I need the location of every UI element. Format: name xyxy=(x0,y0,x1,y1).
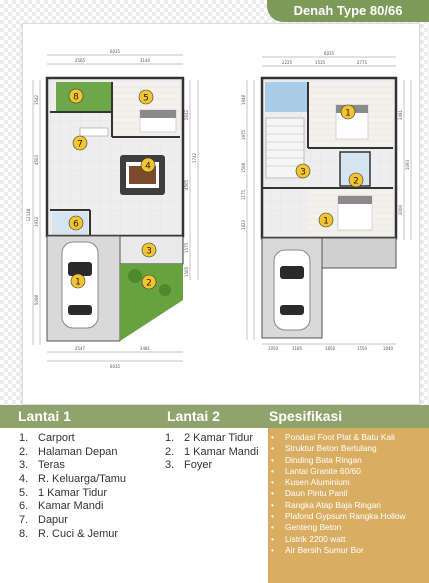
floor-2-plan: 6035 2225 1535 2775 1948 1975 1508 1175 … xyxy=(241,51,412,351)
spec-item: •Rangka Atap Baja Ringan xyxy=(271,499,381,510)
spec-item: •Pondasi Foot Plat & Batu Kali xyxy=(271,432,395,442)
dim-f1-bottom-b: 3481 xyxy=(140,346,151,351)
spec-list: •Pondasi Foot Plat & Batu Kali •Struktur… xyxy=(271,432,406,556)
svg-text:3: 3 xyxy=(146,247,152,257)
room-list-panel xyxy=(0,405,268,583)
marker-f2-3: 3 xyxy=(295,163,311,179)
spec-panel xyxy=(268,405,429,583)
svg-text:1: 1 xyxy=(75,278,81,288)
spec-item: •Kusen Aluminium xyxy=(271,477,350,488)
spec-header-bar xyxy=(268,405,429,428)
dim-f2-bottom-e: 1040 xyxy=(383,346,394,351)
dim-f2-left-c: 1508 xyxy=(241,162,246,173)
marker-f1-1: 1 xyxy=(70,273,86,289)
dim-f1-top-b: 3140 xyxy=(140,58,151,63)
svg-text:1: 1 xyxy=(345,109,351,119)
lantai1-title: Lantai 1 xyxy=(18,408,71,424)
dim-f2-left-a: 1948 xyxy=(241,94,246,105)
svg-text:2: 2 xyxy=(146,279,152,289)
floor-plan-drawing: 6035 2565 3140 12148 1542 4503 1932 5098… xyxy=(26,49,412,369)
list-item: 4.R. Keluarga/Tamu xyxy=(19,473,127,486)
dim-f1-left-d: 5098 xyxy=(34,294,39,305)
dim-f1-bottom: 6035 xyxy=(110,364,121,369)
list-item: 1.2 Kamar Tidur xyxy=(165,432,254,444)
floor-1-plan: 6035 2565 3140 12148 1542 4503 1932 5098… xyxy=(26,49,199,369)
list-item: 1.Carport xyxy=(19,432,75,444)
type-banner: Denah Type 80/66 xyxy=(267,0,429,22)
svg-text:2: 2 xyxy=(353,177,359,187)
dim-f1-right-a: 2642 xyxy=(184,109,189,120)
dim-f1-right-b: 1742 xyxy=(192,152,197,163)
room-list-header-bar xyxy=(0,405,268,428)
lantai2-title: Lantai 2 xyxy=(167,408,220,424)
list-item: 3.Foyer xyxy=(165,459,213,472)
floor-2-markers: 1 1 2 3 xyxy=(295,104,364,228)
svg-text:4: 4 xyxy=(145,162,151,172)
dim-f1-top-a: 2565 xyxy=(75,58,86,63)
marker-f1-8: 8 xyxy=(68,88,84,104)
marker-f1-7: 7 xyxy=(72,135,88,151)
dim-f2-top: 6035 xyxy=(324,51,335,56)
dim-f1-left-total: 12148 xyxy=(26,208,31,221)
list-item: 7.Dapur xyxy=(19,514,68,527)
dim-f2-bottom-c: 1850 xyxy=(325,346,336,351)
dim-f2-left-d: 1175 xyxy=(241,189,246,200)
dim-f2-top-c: 2775 xyxy=(357,60,368,65)
list-item: 2.Halaman Depan xyxy=(19,445,118,458)
svg-text:7: 7 xyxy=(77,140,83,150)
spec-item: •Dinding Bata Ringan xyxy=(271,454,362,465)
dim-f2-bottom-b: 1185 xyxy=(292,346,303,351)
marker-f1-4: 4 xyxy=(140,157,156,173)
dim-f1-left-a: 1542 xyxy=(34,94,39,105)
marker-f2-1-bottom: 1 xyxy=(318,212,334,228)
spec-item: •Listrik 2200 watt xyxy=(271,533,346,544)
svg-text:1: 1 xyxy=(323,217,329,227)
marker-f1-3: 3 xyxy=(141,242,157,258)
dim-f1-top: 6035 xyxy=(110,49,121,54)
spec-item: •Air Bersih Sumur Bor xyxy=(271,544,364,555)
dim-f2-bottom-a: 1050 xyxy=(268,346,279,351)
dim-f2-right-b: 1093 xyxy=(405,159,410,170)
marker-f1-6: 6 xyxy=(68,215,84,231)
dim-f2-left-e: 1823 xyxy=(241,219,246,230)
spec-item: •Lantai Granite 60/60 xyxy=(271,465,361,476)
dim-f1-right-e: 1505 xyxy=(184,266,189,277)
svg-text:8: 8 xyxy=(73,93,79,103)
dim-f2-top-b: 1535 xyxy=(315,60,326,65)
dim-f2-right-c: 3000 xyxy=(398,204,403,215)
spec-item: •Struktur Beton Bertulang xyxy=(271,443,377,454)
floor-1-markers: 1 2 3 4 5 6 7 8 xyxy=(68,88,157,290)
marker-f1-2: 2 xyxy=(141,274,157,290)
spec-item: •Genteng Beton xyxy=(271,522,342,533)
dim-f2-right-a: 3491 xyxy=(398,109,403,120)
dim-f2-bottom-d: 1550 xyxy=(357,346,368,351)
list-item: 6.Kamar Mandi xyxy=(19,500,104,513)
marker-f2-2: 2 xyxy=(348,172,364,188)
spec-item: •Daun Pintu Panil xyxy=(271,488,348,499)
list-item: 5.1 Kamar Tidur xyxy=(19,486,108,499)
dim-f1-left-b: 4503 xyxy=(34,154,39,165)
lantai1-list: 1.Carport 2.Halaman Depan 3.Teras 4.R. K… xyxy=(19,432,126,542)
dim-f1-right-c: 4505 xyxy=(184,179,189,190)
svg-text:6: 6 xyxy=(73,220,79,230)
dim-f2-top-a: 2225 xyxy=(282,60,293,65)
list-item: 2.1 Kamar Mandi xyxy=(165,445,259,458)
dim-f1-left-c: 1932 xyxy=(34,216,39,227)
dim-f2-left-b: 1975 xyxy=(241,129,246,140)
info-panel: Lantai 1 Lantai 2 Spesifikasi xyxy=(0,405,429,583)
spec-title: Spesifikasi xyxy=(269,408,343,424)
dim-f1-bottom-a: 2547 xyxy=(75,346,86,351)
marker-f2-1-top: 1 xyxy=(340,104,356,120)
spec-item: •Plafond Gypsum Rangka Hollow xyxy=(271,511,406,522)
marker-f1-5: 5 xyxy=(138,89,154,105)
svg-text:3: 3 xyxy=(300,168,306,178)
list-item: 8.R. Cuci & Jemur xyxy=(19,527,119,540)
lantai2-list: 1.2 Kamar Tidur 2.1 Kamar Mandi 3.Foyer xyxy=(165,432,259,473)
dim-f1-right-d: 1575 xyxy=(184,242,189,253)
list-item: 3.Teras xyxy=(19,459,65,472)
svg-text:5: 5 xyxy=(143,94,149,104)
